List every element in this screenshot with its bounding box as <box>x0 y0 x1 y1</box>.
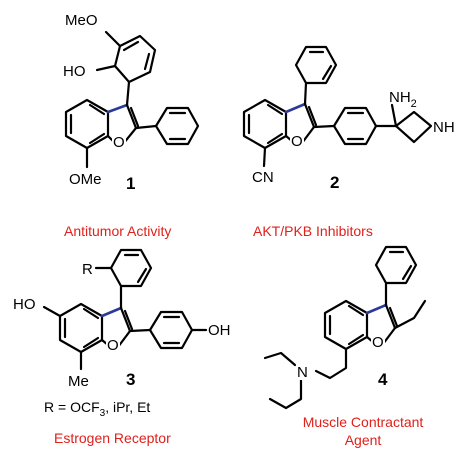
compound-4-ethyl-chain <box>393 299 427 330</box>
compound-3-caption: Estrogen Receptor <box>54 430 171 446</box>
compound-2-azetidine-nh-label: NH <box>433 119 455 136</box>
compound-2-benzo-ring <box>242 98 288 150</box>
compound-1-hydroxy-label: HO <box>63 63 86 80</box>
compound-4-ethyl-upper <box>263 351 297 367</box>
compound-3-methyl-label: Me <box>68 373 89 390</box>
compound-4-nitrogen-label: N <box>297 364 308 381</box>
compound-1-number: 1 <box>126 174 135 193</box>
compound-3-oxygen-label: O <box>107 337 119 354</box>
compound-1-benzo-ring <box>64 98 110 150</box>
compound-1-phenyl-ring <box>154 106 200 146</box>
compound-4-caption-line-1: Muscle Contractant <box>303 414 424 430</box>
compound-4-aminoethyl-chain <box>314 347 348 380</box>
compound-2-caption: AKT/PKB Inhibitors <box>253 223 373 239</box>
compound-2-azetidine-ring <box>394 110 433 144</box>
compound-3-hydroxy-left-label: HO <box>13 296 36 313</box>
compound-1-caption: Antitumor Activity <box>64 223 171 239</box>
compound-3: O R HO OH Me 3 R = OCF3, iPr, Et Estroge… <box>13 248 231 446</box>
compound-3-number: 3 <box>126 370 135 389</box>
compound-4-caption-line-2: Agent <box>345 432 382 448</box>
compound-1-methoxy-bottom-label: OMe <box>69 171 102 188</box>
compound-1: O MeO HO OMe 1 Antitumor Activity <box>63 12 200 239</box>
compound-1-highlight-bond <box>106 103 129 114</box>
compound-1-oxygen-label: O <box>113 134 125 151</box>
compound-1-methoxy-top-label: MeO <box>65 12 98 29</box>
compound-2-amine-label: NH2 <box>389 89 417 110</box>
compound-2-nitrile-label: CN <box>252 169 274 186</box>
compound-2-number: 2 <box>330 173 339 192</box>
compound-2-top-phenyl-ring <box>294 45 338 85</box>
compound-2-oxygen-label: O <box>291 133 303 150</box>
compound-4-top-phenyl-ring <box>374 245 418 285</box>
compound-4-ethyl-lower <box>268 378 303 410</box>
compound-4-highlight-bond <box>365 303 388 315</box>
compound-3-hydroxy-right-label: OH <box>208 322 231 339</box>
compound-3-r-definition: R = OCF3, iPr, Et <box>44 399 150 419</box>
compound-4-number: 4 <box>378 370 388 389</box>
compound-2-highlight-bond <box>284 102 307 114</box>
compound-3-highlight-bond <box>100 306 123 318</box>
compound-4: O N 4 Muscle Contractant Agent <box>263 245 427 448</box>
compound-3-r-group-label: R <box>82 261 93 278</box>
compound-4-oxygen-label: O <box>372 334 384 351</box>
compound-4-benzo-ring <box>323 299 369 351</box>
compound-3-benzo-ring <box>58 302 104 354</box>
compound-2: O NH2 NH CN 2 AKT/PKB Inhibitors <box>242 45 463 239</box>
